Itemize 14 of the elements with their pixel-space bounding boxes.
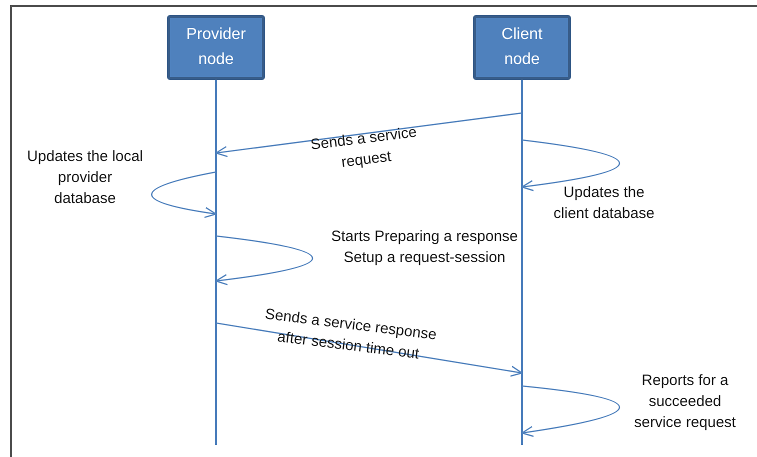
message-arrow [215, 235, 313, 286]
message-arrow [151, 171, 217, 218]
edge-label: Reports for a succeeded service request [633, 371, 737, 433]
edge-label: Starts Preparing a response Setup a request-session [330, 227, 519, 268]
edge-label: Updates the client database [552, 183, 656, 224]
message-arrow [215, 112, 522, 158]
message-arrow [521, 139, 620, 192]
node-title: Provider node [185, 24, 247, 70]
message-arrow [216, 322, 523, 377]
message-arrow [521, 385, 620, 437]
node-title: Client node [500, 24, 544, 70]
edge-label: Sends a service response after session time out [263, 304, 438, 365]
edge-label: Sends a service request [308, 122, 419, 173]
edge-label: Updates the local provider database [26, 147, 144, 209]
